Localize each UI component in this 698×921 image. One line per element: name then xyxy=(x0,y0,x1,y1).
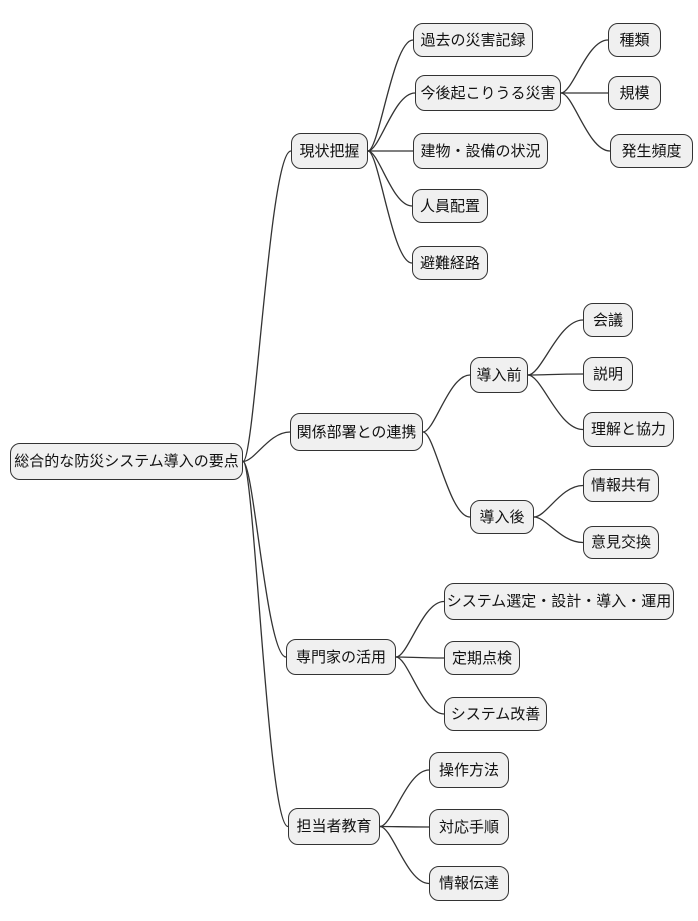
node-label: 発生頻度 xyxy=(621,142,682,160)
node-label: 説明 xyxy=(592,365,623,383)
edge-future-disasters-disaster-type xyxy=(560,39,609,94)
edge-after-introduction-information-sharing xyxy=(533,484,584,518)
edge-staff-training-response-procedure xyxy=(379,825,430,828)
mindmap-node-disaster-type: 種類 xyxy=(608,23,661,57)
edge-before-introduction-explanation xyxy=(527,373,584,376)
node-label: 担当者教育 xyxy=(296,818,372,835)
mindmap-node-meetings: 会議 xyxy=(583,303,633,337)
mindmap-node-info-transmission: 情報伝達 xyxy=(429,866,509,901)
mindmap-node-operation-method: 操作方法 xyxy=(429,752,509,788)
edge-root-expert-utilization xyxy=(242,460,287,658)
node-label: 導入後 xyxy=(479,508,525,526)
node-label: 過去の災害記録 xyxy=(420,31,526,49)
mindmap-node-dept-coordination: 関係部署との連携 xyxy=(290,413,423,451)
edge-root-staff-training xyxy=(242,460,289,828)
mindmap-node-staff-training: 担当者教育 xyxy=(288,808,380,845)
node-label: 会議 xyxy=(592,311,623,329)
mindmap-node-expert-utilization: 専門家の活用 xyxy=(286,639,396,675)
mindmap-node-personnel: 人員配置 xyxy=(412,189,488,223)
node-label: 操作方法 xyxy=(438,761,499,779)
edge-current-status-past-records xyxy=(367,39,414,152)
mindmap-node-root: 総合的な防災システム導入の要点 xyxy=(10,443,243,480)
mindmap-node-periodic-inspection: 定期点検 xyxy=(444,641,520,675)
mindmap-node-understanding-cooperation: 理解と協力 xyxy=(583,412,674,447)
node-label: 対応手順 xyxy=(438,818,499,836)
mindmap-node-system-improvement: システム改善 xyxy=(444,697,547,731)
node-label: 現状把握 xyxy=(299,142,360,160)
mindmap-node-system-lifecycle: システム選定・設計・導入・運用 xyxy=(444,583,674,620)
node-label: 建物・設備の状況 xyxy=(420,142,541,160)
node-label: 今後起こりうる災害 xyxy=(420,84,556,102)
node-label: 種類 xyxy=(619,31,650,49)
edge-expert-utilization-system-improvement xyxy=(395,656,445,715)
mindmap-node-after-introduction: 導入後 xyxy=(470,500,534,534)
mindmap-node-building-equipment: 建物・設備の状況 xyxy=(413,133,548,169)
node-label: 人員配置 xyxy=(419,197,480,215)
node-label: 関係部署との連携 xyxy=(296,423,417,441)
mindmap-node-disaster-scale: 規模 xyxy=(608,76,661,110)
node-label: 定期点検 xyxy=(451,649,512,667)
mindmap-node-information-sharing: 情報共有 xyxy=(583,469,659,502)
edge-before-introduction-meetings xyxy=(527,319,584,376)
mindmap-node-future-disasters: 今後起こりうる災害 xyxy=(415,75,561,111)
edge-after-introduction-opinion-exchange xyxy=(533,516,584,544)
edge-expert-utilization-periodic-inspection xyxy=(395,656,445,659)
node-label: 情報共有 xyxy=(590,477,651,494)
edge-before-introduction-understanding-cooperation xyxy=(527,374,584,431)
mindmap-node-past-records: 過去の災害記録 xyxy=(413,23,533,57)
node-label: 専門家の活用 xyxy=(295,648,386,666)
edge-root-current-status xyxy=(242,150,292,463)
mindmap-node-disaster-frequency: 発生頻度 xyxy=(610,134,693,168)
node-label: 意見交換 xyxy=(590,534,651,551)
node-label: 理解と協力 xyxy=(590,421,666,438)
edge-root-dept-coordination xyxy=(242,431,291,463)
mindmap-node-opinion-exchange: 意見交換 xyxy=(583,526,659,559)
edge-current-status-personnel xyxy=(367,150,413,207)
mindmap-node-before-introduction: 導入前 xyxy=(470,357,528,393)
edge-future-disasters-disaster-frequency xyxy=(560,92,611,152)
node-label: システム選定・設計・導入・運用 xyxy=(446,593,672,610)
edge-current-status-future-disasters xyxy=(367,92,416,152)
mindmap-node-explanation: 説明 xyxy=(583,357,633,391)
node-label: 避難経路 xyxy=(419,254,480,272)
mindmap-node-current-status: 現状把握 xyxy=(291,133,368,169)
node-label: 情報伝達 xyxy=(438,875,499,892)
edge-dept-coordination-before-introduction xyxy=(422,374,471,433)
edge-staff-training-info-transmission xyxy=(379,825,430,885)
edge-current-status-evacuation-routes xyxy=(367,150,413,264)
edge-expert-utilization-system-lifecycle xyxy=(395,600,445,658)
node-label: 規模 xyxy=(619,84,650,102)
node-label: システム改善 xyxy=(450,705,541,723)
mindmap-node-response-procedure: 対応手順 xyxy=(429,809,509,845)
node-label: 総合的な防災システム導入の要点 xyxy=(14,453,239,470)
node-label: 導入前 xyxy=(476,366,522,384)
edge-staff-training-operation-method xyxy=(379,769,430,828)
mindmap-node-evacuation-routes: 避難経路 xyxy=(412,246,488,280)
edge-dept-coordination-after-introduction xyxy=(422,431,471,518)
